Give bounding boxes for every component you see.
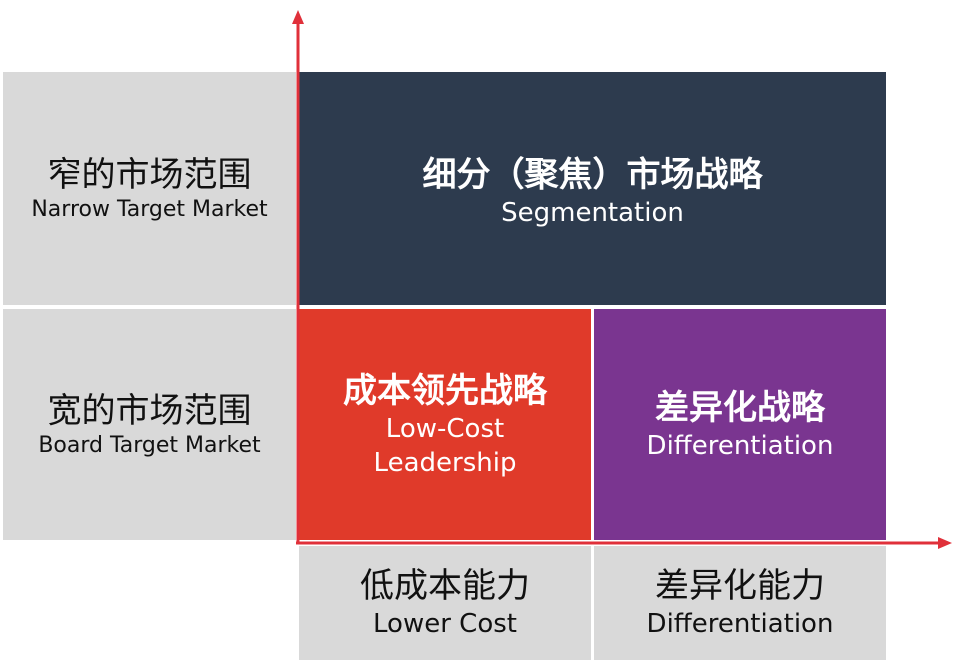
column-label-lower-cost: 低成本能力 Lower Cost [299,546,591,660]
row-label-narrow-cn: 窄的市场范围 [47,154,252,195]
column-label-differentiation-en: Differentiation [646,609,834,639]
differentiation-cn: 差异化战略 [655,387,825,428]
arrow-up-icon [292,10,304,24]
arrow-right-icon [938,537,952,549]
column-label-differentiation-cn: 差异化能力 [655,566,825,606]
segmentation-en: Segmentation [501,198,684,228]
row-label-narrow-en: Narrow Target Market [31,196,268,222]
row-label-narrow: 窄的市场范围 Narrow Target Market [3,72,296,305]
low-cost-en-line1: Low-Cost [385,413,505,444]
row-label-broad-cn: 宽的市场范围 [47,390,252,431]
column-label-differentiation: 差异化能力 Differentiation [594,546,886,660]
low-cost-box: 成本领先战略 Low-Cost Leadership [299,309,591,540]
segmentation-cn: 细分（聚焦）市场战略 [422,155,763,195]
low-cost-en-line2: Leadership [373,447,517,478]
low-cost-cn: 成本领先战略 [343,370,547,411]
differentiation-box: 差异化战略 Differentiation [594,309,886,540]
row-label-broad: 宽的市场范围 Board Target Market [3,309,296,540]
row-label-broad-en: Board Target Market [38,432,261,458]
segmentation-box: 细分（聚焦）市场战略 Segmentation [299,72,886,305]
differentiation-en: Differentiation [646,430,834,461]
column-label-lower-cost-en: Lower Cost [373,609,517,639]
column-label-lower-cost-cn: 低成本能力 [360,566,530,606]
